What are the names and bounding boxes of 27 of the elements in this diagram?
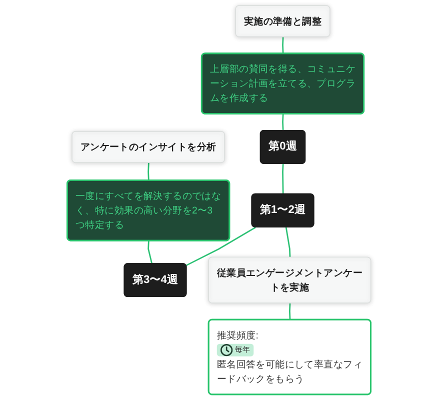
connector-line xyxy=(186,226,256,266)
connector-line xyxy=(148,162,150,181)
step-title-card xyxy=(208,256,372,304)
step-title-card xyxy=(235,5,330,38)
week-label: 第3〜4週 xyxy=(132,272,178,288)
step-title-card xyxy=(72,131,225,163)
week-badge xyxy=(260,130,306,164)
step-detail: 上層部の賛同を得る、コミュニケーション計画を立てる、プログラムを作成する xyxy=(210,62,356,106)
connector-line xyxy=(285,227,291,258)
week-label: 第1〜2週 xyxy=(260,202,306,218)
week-label: 第0週 xyxy=(268,139,297,155)
info-box xyxy=(208,318,372,396)
step-detail-box xyxy=(66,180,230,242)
step-title: 実施の準備と調整 xyxy=(244,14,322,28)
connector-line xyxy=(148,240,153,264)
step-detail: 一度にすべてを解決するのではなく、特に効果の高い分野を2〜3つ特定する xyxy=(76,188,222,232)
frequency-label: 推奨頻度: xyxy=(216,328,260,342)
week-badge xyxy=(124,263,187,298)
info-text: 匿名回答を可能にして率直なフィードバックをもらう xyxy=(216,357,362,386)
step-title: 従業員エンゲージメントアンケートを実施 xyxy=(216,266,362,295)
connector-line xyxy=(282,37,284,54)
connector-line xyxy=(282,114,284,131)
step-detail-box xyxy=(200,52,365,114)
connector-line xyxy=(282,164,284,194)
week-badge xyxy=(251,193,314,228)
connector-line xyxy=(288,303,291,320)
step-title: アンケートのインサイトを分析 xyxy=(80,140,216,154)
